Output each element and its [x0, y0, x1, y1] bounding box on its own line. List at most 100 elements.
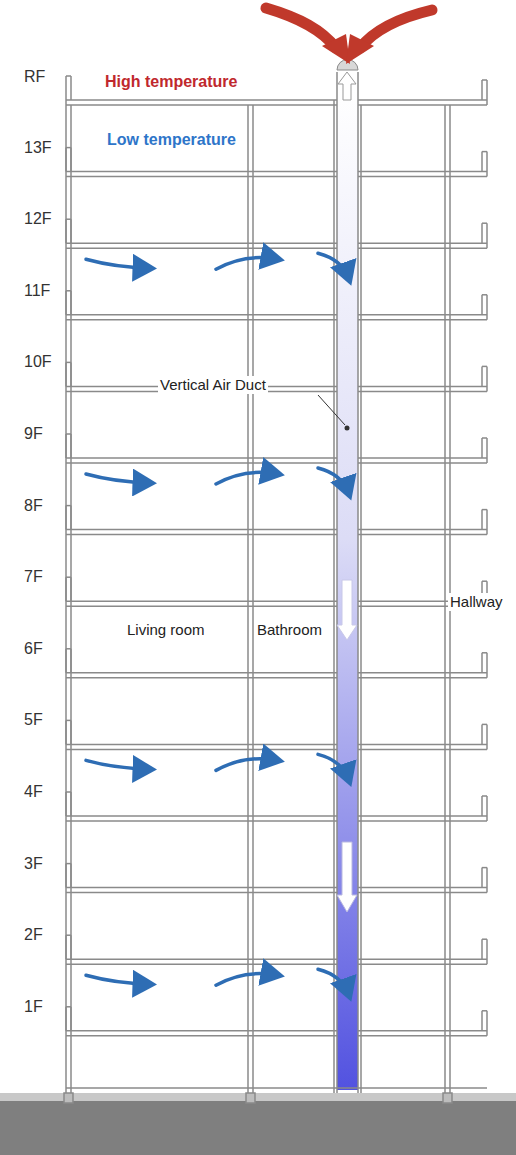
structure-line: [358, 887, 487, 889]
downflow-arrow: [337, 842, 357, 912]
structure-line: [357, 72, 359, 100]
floor-label: 1F: [22, 998, 45, 1016]
structure-line: [358, 314, 487, 316]
structure-line: [358, 820, 487, 822]
temperature-label: High temperature: [103, 73, 239, 91]
structure-line: [358, 529, 487, 531]
hot-air-arrow-head: [322, 34, 350, 64]
structure-line: [482, 294, 487, 296]
airflow-arrow: [86, 760, 150, 769]
structure-line: [481, 438, 483, 458]
structure-line: [358, 242, 487, 244]
structure-line: [66, 457, 337, 459]
structure-line: [358, 171, 487, 173]
structure-line: [358, 677, 487, 679]
floor-label: 9F: [22, 425, 45, 443]
structure-line: [358, 1035, 487, 1037]
airflow-arrow: [318, 969, 349, 995]
structure-line: [486, 366, 488, 391]
structure-line: [66, 605, 337, 607]
structure-line: [481, 939, 483, 959]
floor-label: RF: [22, 68, 47, 86]
structure-line: [482, 509, 487, 511]
structure-line: [482, 652, 487, 654]
structure-line: [66, 677, 337, 679]
duct-label: Vertical Air Duct: [158, 376, 268, 393]
floor-label: 3F: [22, 855, 45, 873]
structure-line: [336, 72, 338, 100]
structure-line: [481, 724, 483, 744]
structure-line: [247, 105, 249, 1093]
structure-line: [481, 366, 483, 386]
structure-line: [70, 105, 72, 1093]
structure-line: [482, 151, 487, 153]
airflow-arrow: [318, 754, 349, 780]
structure-line: [486, 1011, 488, 1036]
hot-air-arrow: [360, 10, 432, 48]
room-label: Hallway: [448, 593, 505, 610]
structure-line: [66, 600, 337, 602]
structure-line: [66, 744, 337, 746]
structure-line: [66, 314, 337, 316]
structure-line: [358, 99, 487, 101]
structure-line: [482, 222, 487, 224]
ground: [0, 1101, 516, 1155]
structure-line: [486, 868, 488, 893]
structure-line: [358, 457, 487, 459]
structure-line: [65, 76, 67, 100]
structure-line: [66, 887, 337, 889]
floor-label: 4F: [22, 783, 45, 801]
structure-line: [481, 80, 483, 100]
airflow-arrow: [216, 974, 278, 986]
structure-line: [358, 534, 487, 536]
structure-line: [66, 963, 337, 965]
airflow-arrow: [86, 975, 150, 984]
structure-line: [252, 105, 254, 1093]
structure-line: [358, 744, 487, 746]
structure-line: [66, 99, 337, 101]
airflow-arrow: [216, 258, 278, 270]
structure-line: [358, 176, 487, 178]
structure-line: [358, 958, 487, 960]
footing: [246, 1093, 255, 1103]
vertical-air-duct: [337, 88, 358, 1090]
hot-air-arrow-head: [346, 34, 374, 64]
structure-line: [358, 749, 487, 751]
structure-line: [358, 963, 487, 965]
structure-line: [486, 80, 488, 105]
structure-line: [66, 815, 337, 817]
structure-line: [358, 815, 487, 817]
structure-line: [481, 868, 483, 888]
structure-line: [66, 529, 337, 531]
structure-line: [482, 437, 487, 439]
structure-line: [482, 938, 487, 940]
structure-line: [336, 100, 338, 1093]
structure-line: [66, 242, 337, 244]
structure-line: [486, 724, 488, 749]
structure-line: [482, 724, 487, 726]
structure-line: [358, 247, 487, 249]
airflow-arrow: [216, 759, 278, 771]
footing: [64, 1093, 73, 1103]
structure-line: [66, 749, 337, 751]
floor-label: 2F: [22, 926, 45, 944]
structure-line: [444, 105, 446, 1093]
structure-line: [481, 295, 483, 315]
airflow-arrow: [318, 468, 349, 494]
airflow-arrow: [86, 259, 150, 268]
structure-line: [486, 223, 488, 248]
airflow-arrow: [318, 253, 349, 279]
structure-line: [481, 1011, 483, 1031]
structure-line: [66, 247, 337, 249]
structure-line: [66, 820, 337, 822]
structure-line: [482, 867, 487, 869]
structure-line: [66, 176, 337, 178]
structure-line: [482, 366, 487, 368]
floor-label: 10F: [22, 353, 54, 371]
structure-line: [481, 223, 483, 243]
ground-line: [0, 1093, 516, 1101]
structure-line: [482, 1010, 487, 1012]
structure-line: [482, 79, 487, 81]
room-label: Living room: [125, 621, 207, 638]
